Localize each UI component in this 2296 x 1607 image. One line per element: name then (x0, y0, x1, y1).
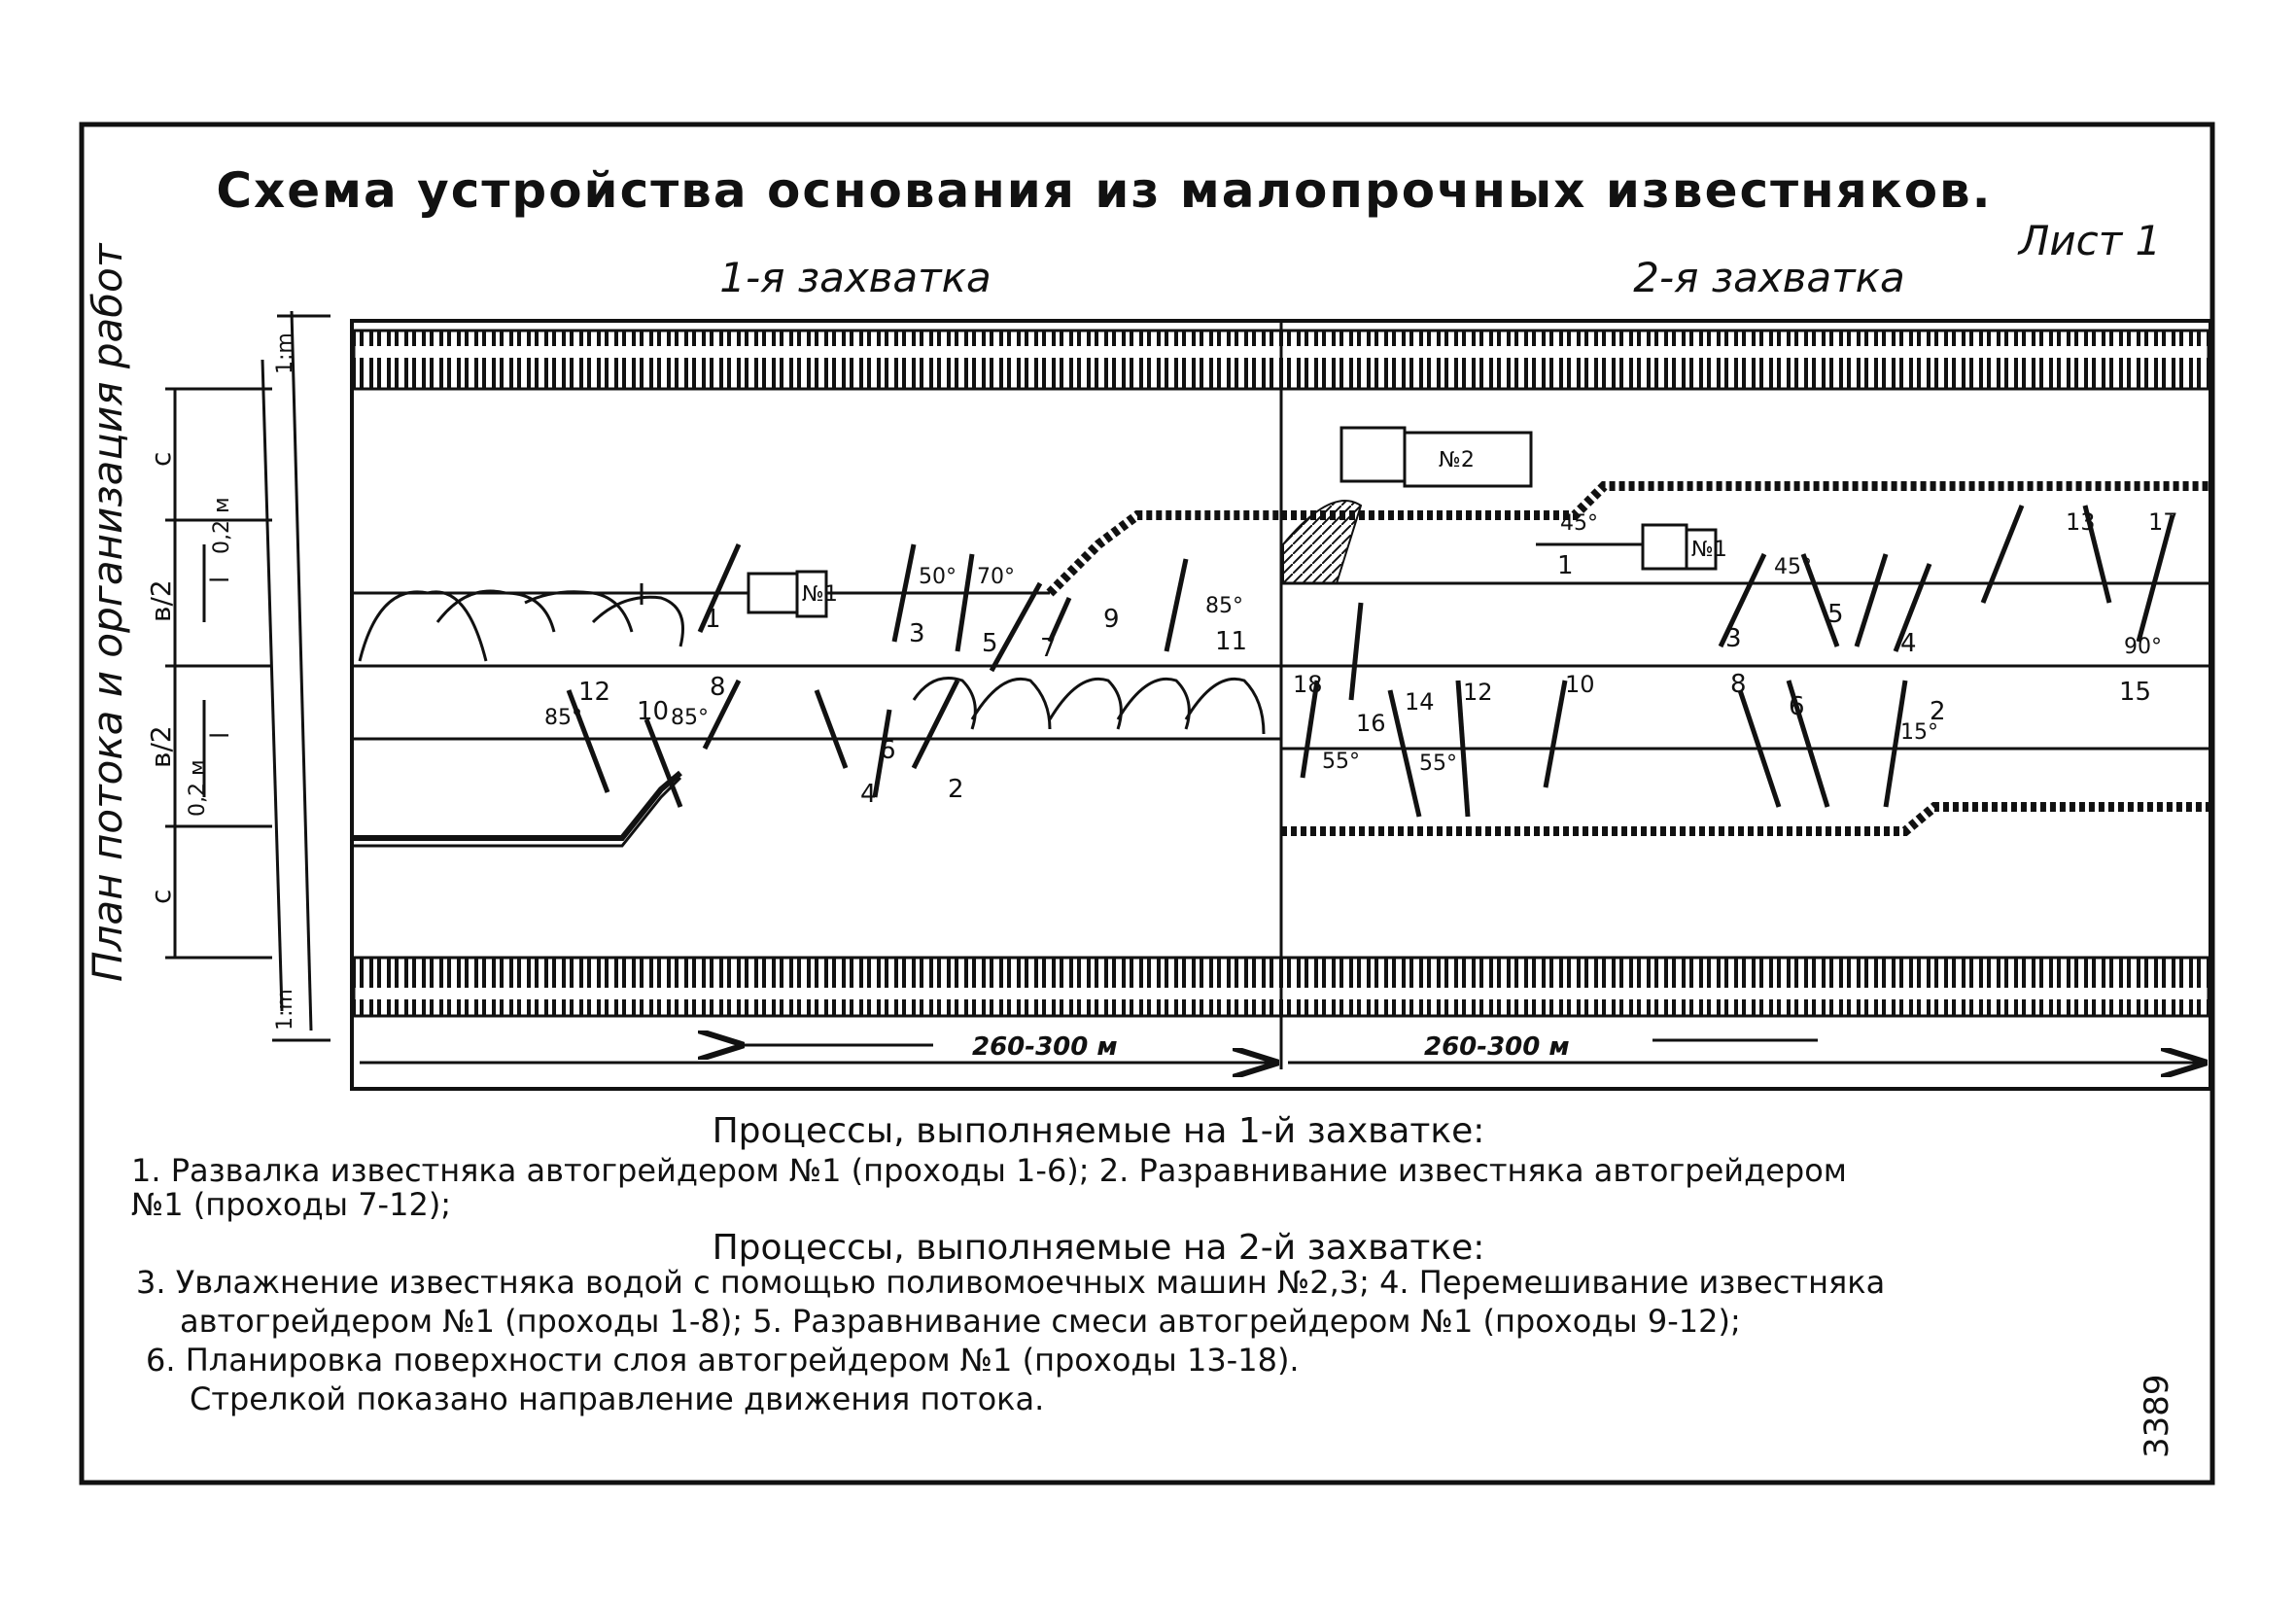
slope-bottom: 1:m (273, 989, 297, 1031)
section-2-heading: 2-я захватка (1633, 254, 1904, 301)
grader-2-label: №1 (1691, 538, 1727, 562)
pass-2-3: 3 (1725, 624, 1742, 653)
side-label: План потока и организация работ (84, 242, 131, 982)
diagram-title: Схема устройства основания из малопрочны… (216, 162, 1992, 219)
angle-85-a: 85° (544, 706, 582, 730)
passes-1-numbers: 1 2 3 4 5 6 7 8 9 10 11 12 (578, 605, 1247, 809)
notes-line-2: №1 (проходы 7-12); (131, 1186, 451, 1223)
pass-1-1: 1 (705, 605, 721, 634)
pass-1-8: 8 (710, 673, 726, 702)
section-1-layers (354, 510, 1281, 848)
sheet-label: Лист 1 (2017, 217, 2162, 264)
notes-line-1: 1. Развалка известняка автогрейдером №1 … (131, 1152, 1847, 1189)
pass-2-18: 18 (1293, 671, 1323, 698)
angle-55-a: 55° (1322, 750, 1360, 774)
pass-1-12: 12 (578, 678, 610, 707)
label-l-1: l (206, 576, 235, 583)
pass-1-3: 3 (909, 619, 925, 648)
pass-1-5: 5 (982, 629, 998, 658)
windrow-arcs (358, 589, 1266, 735)
pass-2-12: 12 (1463, 679, 1493, 706)
pass-1-10: 10 (637, 697, 669, 726)
grader-1-label: №1 (802, 582, 838, 607)
notes-heading-2: Процессы, выполняемые на 2-й захватке: (713, 1228, 1485, 1268)
section-1-heading: 1-я захватка (719, 254, 991, 301)
label-b-half-2: в/2 (145, 725, 177, 768)
section-2-length: 260-300 м (1424, 1032, 1570, 1062)
angle-50: 50° (919, 565, 957, 589)
pass-1-2: 2 (948, 775, 964, 804)
angle-70: 70° (977, 565, 1015, 589)
angle-45-b: 45° (1774, 555, 1812, 579)
pass-1-9: 9 (1103, 605, 1120, 634)
pass-2-13: 13 (2066, 508, 2096, 536)
pass-2-14: 14 (1405, 688, 1435, 716)
water-truck-label: №2 (1439, 448, 1475, 472)
pass-2-10: 10 (1565, 671, 1595, 698)
label-l-2: l (206, 732, 235, 739)
corner-number: 3389 (2138, 1374, 2176, 1458)
cross-section (165, 310, 330, 1042)
pass-2-16: 16 (1356, 710, 1386, 737)
angle-15: 15° (1900, 720, 1938, 745)
notes-heading-1: Процессы, выполняемые на 1-й захватке: (713, 1111, 1485, 1151)
grader-2-icon (1536, 523, 1718, 571)
notes-line-5: 6. Планировка поверхности слоя автогрейд… (146, 1342, 1300, 1379)
notes-line-3: 3. Увлажнение известняка водой с помощью… (136, 1264, 1885, 1301)
notes-line-6: Стрелкой показано направление движения п… (190, 1380, 1044, 1417)
water-truck-icon (1339, 426, 1533, 488)
pass-1-4: 4 (860, 780, 877, 809)
angle-55-b: 55° (1419, 751, 1457, 776)
notes-line-4: автогрейдером №1 (проходы 1-8); 5. Разра… (180, 1303, 1741, 1340)
spray-zone (1282, 500, 1363, 584)
section-1-length: 260-300 м (972, 1032, 1118, 1062)
pass-2-1: 1 (1557, 551, 1574, 580)
passes-1-lines (566, 542, 1189, 808)
pass-2-5: 5 (1827, 600, 1844, 629)
pass-1-6: 6 (880, 736, 896, 765)
label-c-top: с (145, 452, 177, 467)
angle-85-b: 85° (671, 706, 709, 730)
pass-2-4: 4 (1900, 629, 1917, 658)
pass-1-11: 11 (1215, 627, 1247, 656)
passes-2-numbers: 1 2 3 4 5 6 8 10 12 13 14 15 16 17 18 (1293, 508, 2178, 737)
pass-2-8: 8 (1730, 670, 1747, 699)
angle-labels: 50° 70° 85° 85° 85° 45° 45° 55° 55° 15° … (544, 511, 2162, 776)
label-c-bottom: с (145, 890, 177, 904)
angle-90: 90° (2124, 635, 2162, 659)
pass-1-7: 7 (1040, 634, 1057, 663)
pass-2-15: 15 (2119, 678, 2151, 707)
label-b-half-1: в/2 (145, 579, 177, 622)
label-offset-2: 0,2 м (186, 759, 210, 817)
label-offset-1: 0,2 м (210, 497, 234, 554)
slope-top: 1:m (273, 332, 297, 374)
passes-2-lines (1300, 505, 2175, 818)
section-2-layers (1281, 481, 2209, 836)
grader-1-icon (622, 570, 828, 618)
dimension-lines (360, 1040, 2202, 1063)
pass-2-6: 6 (1789, 692, 1805, 721)
angle-85-c: 85° (1205, 594, 1243, 618)
angle-45-a: 45° (1560, 511, 1598, 536)
pass-2-17: 17 (2148, 508, 2178, 536)
pass-2-2: 2 (1930, 697, 1946, 726)
